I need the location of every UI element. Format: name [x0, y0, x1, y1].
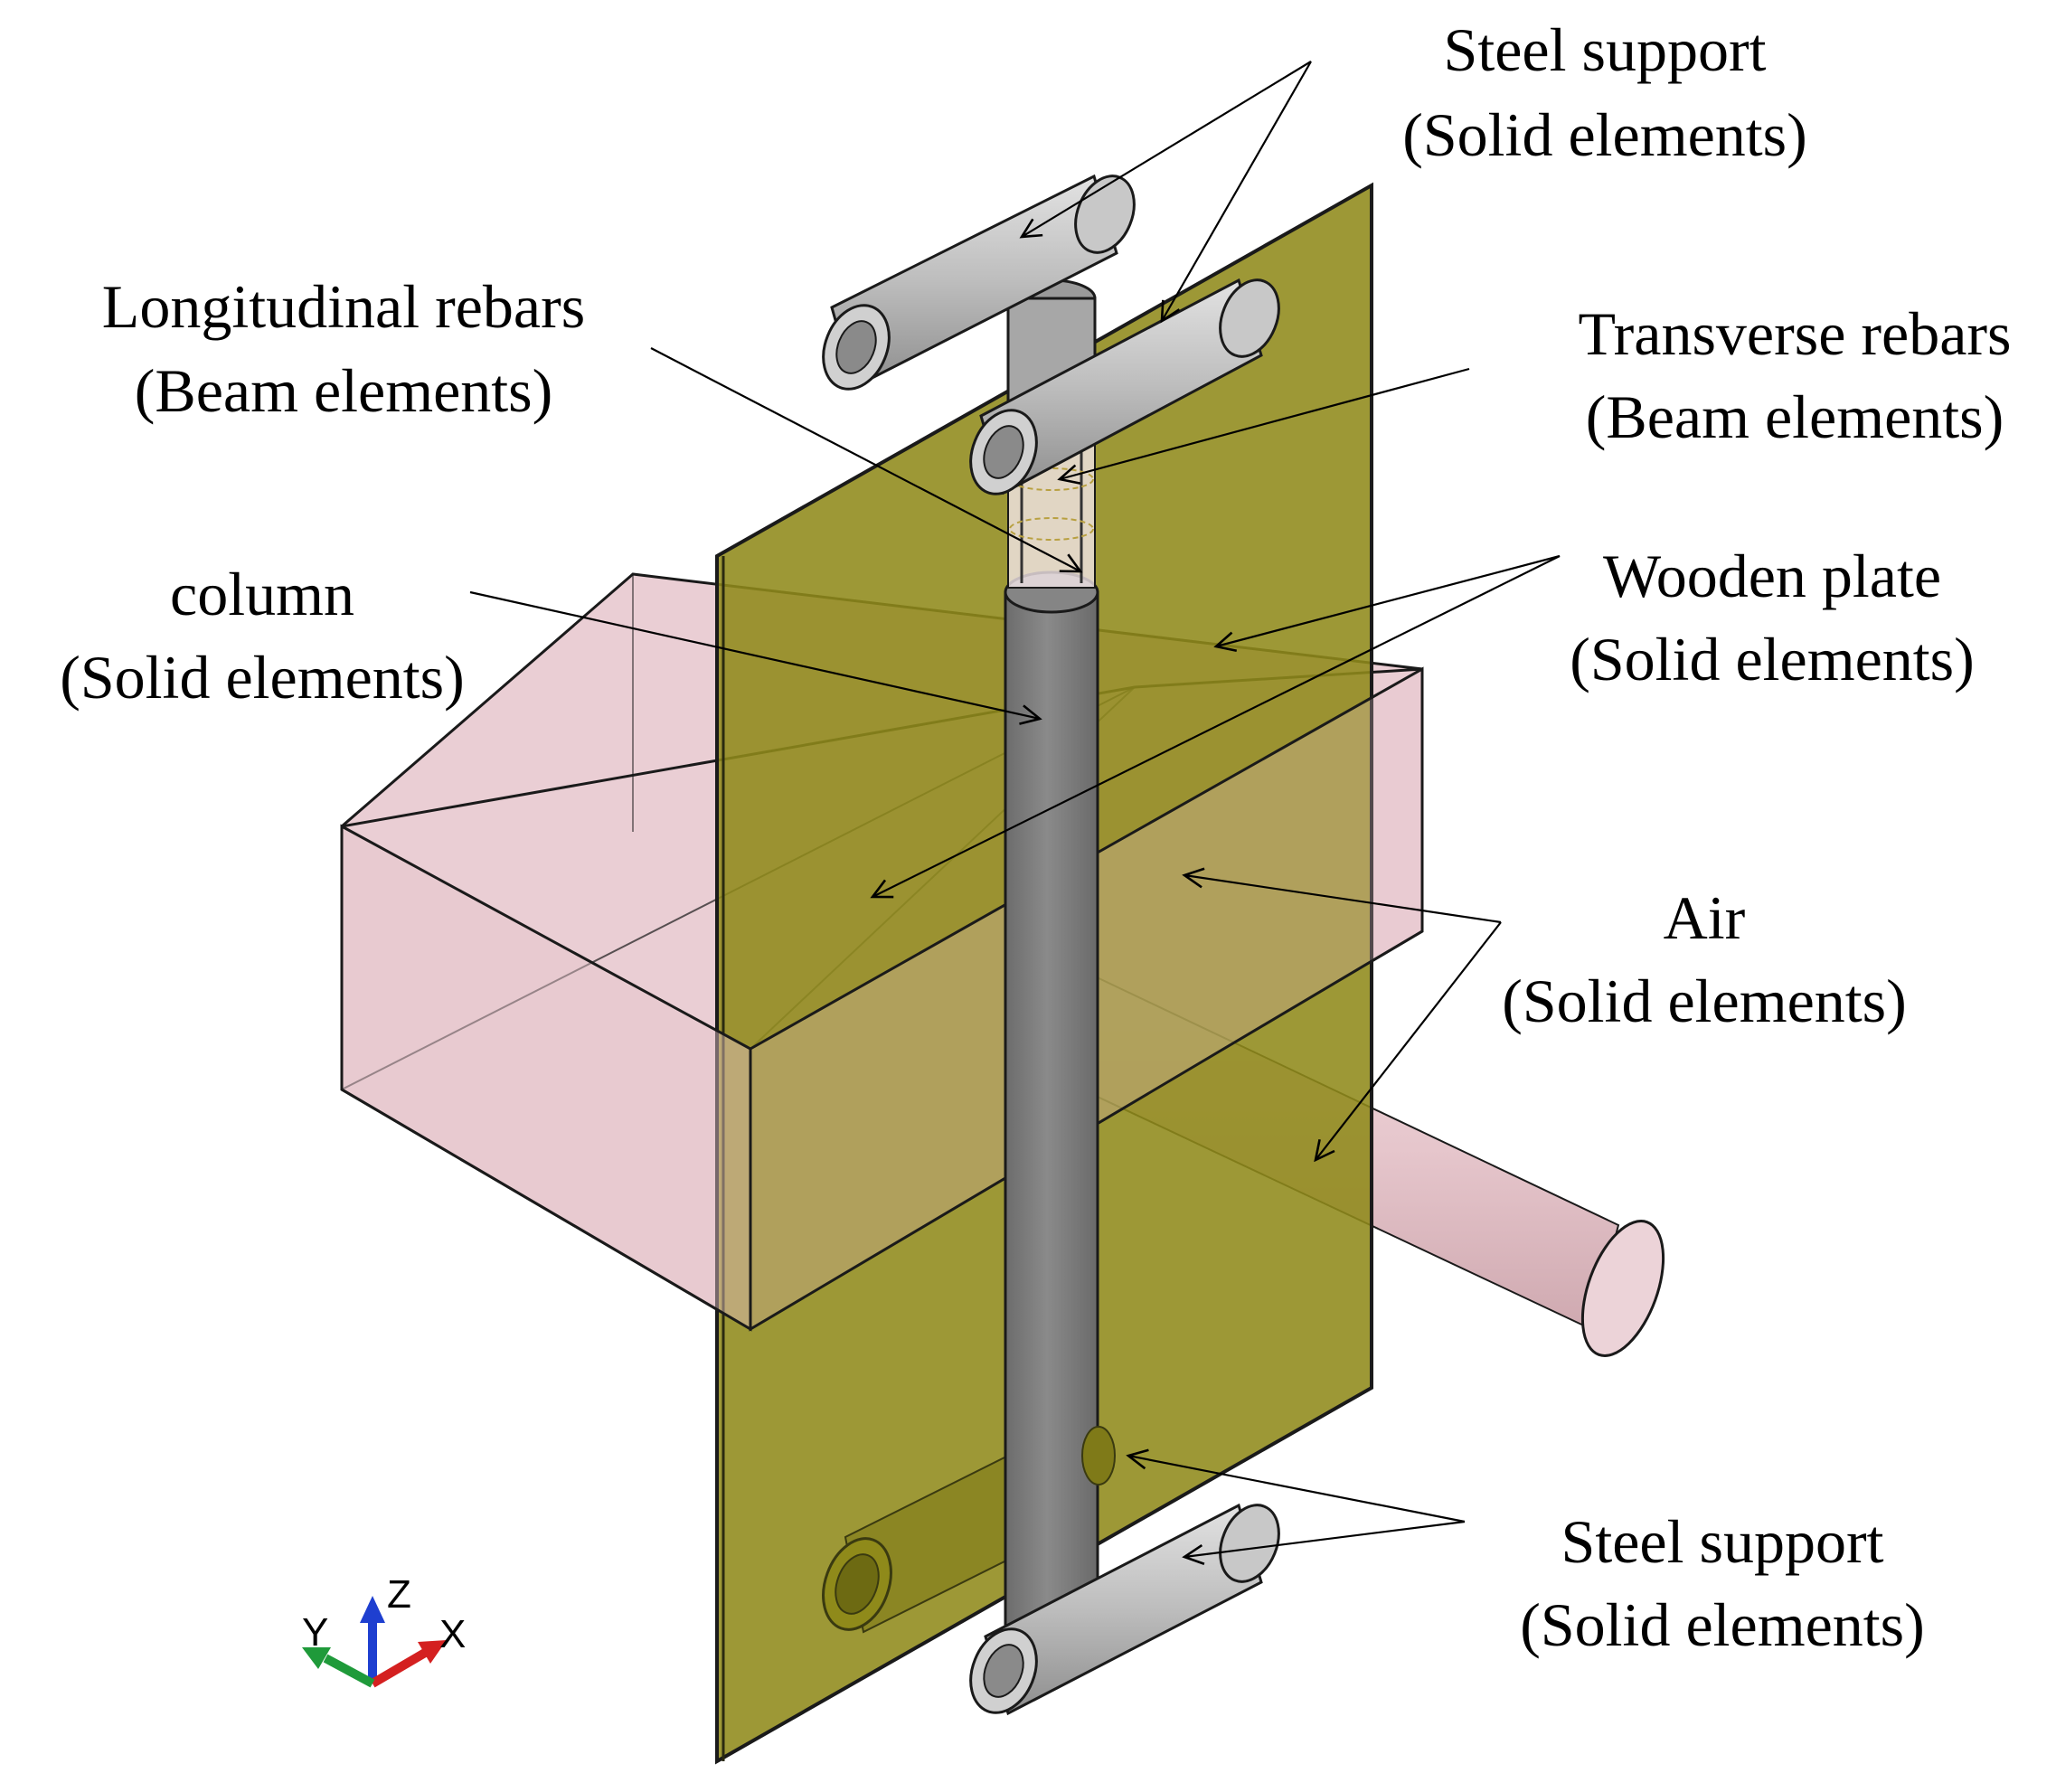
z-axis-label: Z: [387, 1572, 411, 1617]
label-steel-support-top-sub: (Solid elements): [1402, 100, 1807, 169]
label-steel-support-bottom-sub: (Solid elements): [1520, 1590, 1925, 1659]
z-axis-arrowhead: [360, 1596, 385, 1623]
label-column: column (Solid elements): [60, 560, 465, 712]
x-axis-arrowhead: [418, 1640, 447, 1664]
label-wooden-plate-title: Wooden plate: [1603, 542, 1941, 610]
x-axis-shaft: [370, 1648, 428, 1688]
x-axis-label: X: [439, 1612, 466, 1656]
column: [1004, 278, 1099, 1661]
y-axis-shaft: [323, 1654, 375, 1688]
label-column-sub: (Solid elements): [60, 643, 465, 712]
label-steel-support-top: Steel support (Solid elements): [1402, 15, 1807, 169]
label-transverse-rebars-title: Transverse rebars: [1578, 299, 2011, 368]
label-longitudinal-rebars-sub: (Beam elements): [135, 356, 553, 425]
top-steel-support-front: [969, 278, 1280, 495]
label-transverse-rebars-sub: (Beam elements): [1586, 382, 2004, 451]
label-transverse-rebars: Transverse rebars (Beam elements): [1578, 299, 2011, 451]
label-air-title: Air: [1664, 883, 1746, 952]
label-wooden-plate-sub: (Solid elements): [1570, 625, 1975, 693]
axis-triad: Z X Y: [302, 1572, 466, 1688]
y-axis-arrowhead: [302, 1647, 331, 1669]
top-steel-support-back: [822, 174, 1136, 391]
label-steel-support-bottom: Steel support (Solid elements): [1520, 1507, 1925, 1659]
leader-lines: [469, 61, 1561, 1557]
label-longitudinal-rebars: Longitudinal rebars (Beam elements): [102, 272, 585, 425]
y-axis-label: Y: [302, 1610, 328, 1655]
label-steel-support-top-title: Steel support: [1444, 15, 1767, 84]
label-steel-support-bottom-title: Steel support: [1561, 1507, 1884, 1576]
label-wooden-plate: Wooden plate (Solid elements): [1570, 542, 1975, 693]
label-longitudinal-rebars-title: Longitudinal rebars: [102, 272, 585, 341]
label-air: Air (Solid elements): [1502, 883, 1907, 1035]
label-column-title: column: [170, 560, 354, 628]
label-air-sub: (Solid elements): [1502, 967, 1907, 1035]
